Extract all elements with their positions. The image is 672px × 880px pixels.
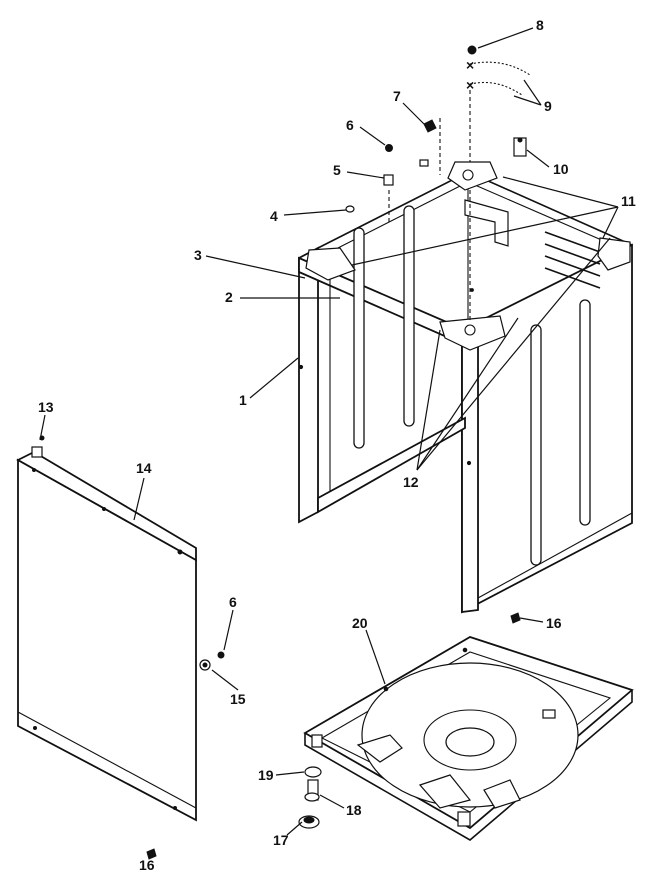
callout-7: 7: [393, 88, 401, 104]
top-hardware: × ×: [345, 45, 531, 213]
callout-4: 4: [270, 208, 278, 224]
callout-labels: 8 9 7 6 10 5 11 4 3 2 1 13 14 12 6 16 20…: [38, 17, 636, 873]
callout-15: 15: [230, 691, 246, 707]
callout-6-side: 6: [229, 594, 237, 610]
callout-5: 5: [333, 162, 341, 178]
callout-2: 2: [225, 289, 233, 305]
callout-17: 17: [273, 832, 289, 848]
leveling-hardware: [298, 766, 322, 829]
svg-text:×: ×: [466, 57, 474, 73]
cabinet-frame: [298, 90, 633, 614]
callout-1: 1: [239, 392, 247, 408]
callout-20: 20: [352, 615, 368, 631]
callout-11: 11: [621, 193, 636, 209]
front-panel: [16, 435, 197, 822]
callout-16-right: 16: [546, 615, 562, 631]
svg-text:×: ×: [466, 77, 474, 93]
callout-6-top: 6: [346, 117, 354, 133]
callout-16-bottom: 16: [139, 857, 155, 873]
callout-8: 8: [536, 17, 544, 33]
leader-lines: [39, 27, 619, 857]
callout-9: 9: [544, 98, 552, 114]
callout-19: 19: [258, 767, 274, 783]
callout-12: 12: [403, 474, 419, 490]
callout-13: 13: [38, 399, 54, 415]
callout-18: 18: [346, 802, 362, 818]
callout-10: 10: [553, 161, 569, 177]
side-hardware: [146, 612, 521, 860]
base-pan: [303, 636, 634, 841]
callout-3: 3: [194, 247, 202, 263]
callout-14: 14: [136, 460, 152, 476]
